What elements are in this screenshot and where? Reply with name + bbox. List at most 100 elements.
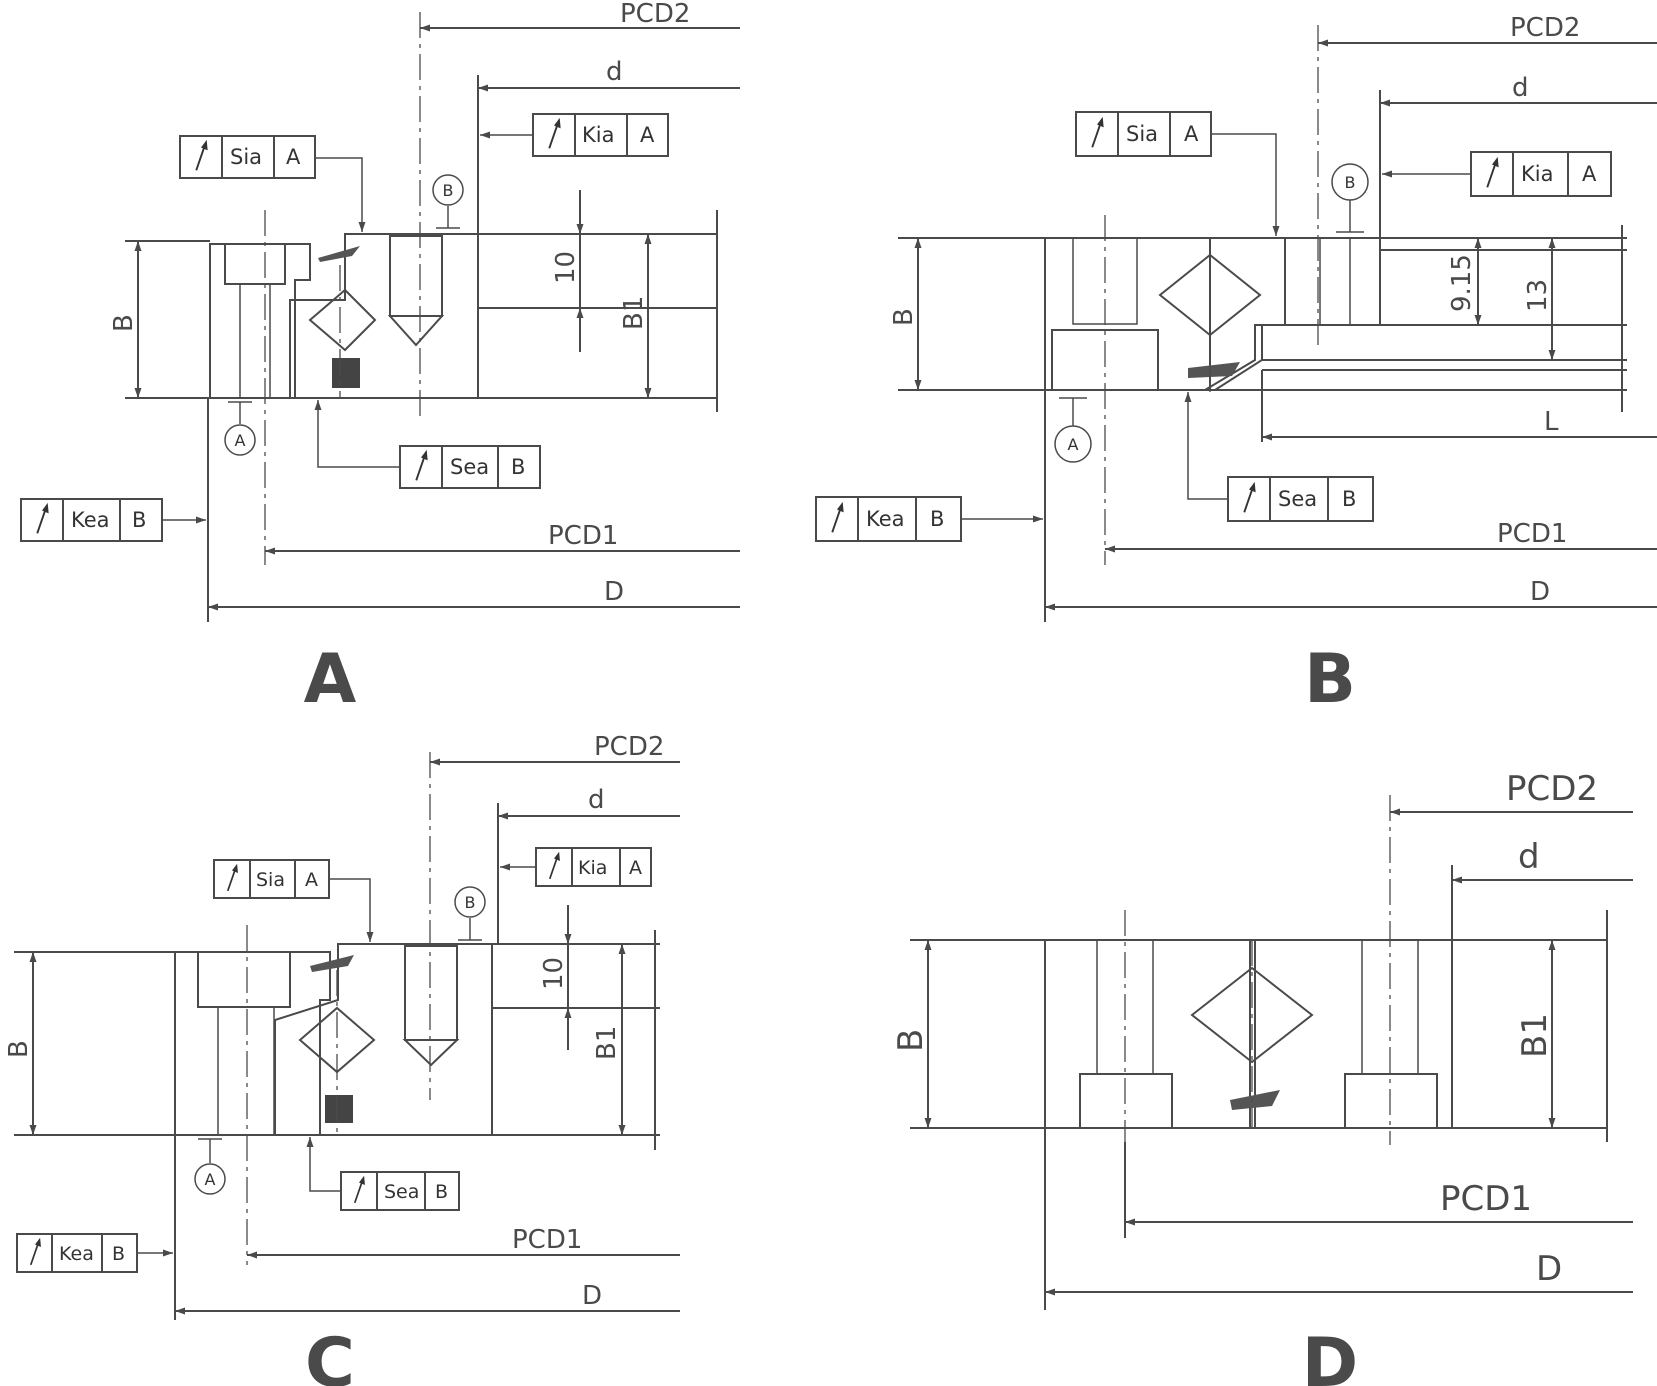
dim-height-2-label: 13	[1523, 279, 1553, 312]
runout-arrow-icon	[36, 501, 50, 535]
dim-outer-d-label: D	[604, 577, 624, 607]
dim-height-label: 10	[551, 251, 581, 284]
dim-pcd1-label: PCD1	[1440, 1179, 1532, 1219]
fcf-kea-tol: Kea	[59, 1243, 94, 1265]
datum-a-letter: A	[1068, 435, 1079, 454]
seal-icon	[310, 955, 354, 972]
panel-d: PCD2 d B B1 PCD1 D D	[891, 769, 1633, 1386]
fcf-kia: Kia A	[1382, 151, 1612, 197]
outer-ring-section	[1044, 939, 1256, 1129]
runout-arrow-icon	[353, 1174, 366, 1204]
fcf-sea: Sea B	[1184, 392, 1374, 522]
fcf-sia-datum: A	[286, 145, 301, 169]
runout-arrow-icon	[29, 1236, 42, 1266]
fcf-sia: Sia A	[1075, 111, 1280, 236]
dim-b-label: B	[4, 1040, 34, 1058]
dim-height-label: 10	[539, 957, 569, 990]
fcf-sia-datum: A	[1184, 122, 1199, 146]
fcf-kia-tol: Kia	[582, 123, 614, 147]
dim-pcd1-label: PCD1	[548, 521, 618, 551]
dim-b1-label: B1	[1515, 1013, 1555, 1058]
runout-arrow-icon	[1091, 115, 1105, 149]
fcf-sia-datum: A	[305, 869, 318, 891]
fcf-kia: Kia A	[500, 847, 652, 887]
dim-outer-d-label: D	[582, 1281, 602, 1311]
dim-b1-label: B1	[619, 296, 649, 330]
datum-b-letter: B	[465, 893, 476, 912]
dim-pcd1-label: PCD1	[1497, 519, 1567, 549]
panel-b-label: B	[1304, 640, 1356, 719]
fcf-sia-tol: Sia	[256, 869, 285, 891]
fcf-kea: Kea B	[815, 496, 1043, 542]
runout-arrow-icon	[1486, 155, 1500, 189]
dim-d-label: d	[1518, 837, 1540, 877]
dim-b-label: B	[109, 314, 139, 332]
datum-a-marker: A	[224, 401, 256, 456]
panel-a-label: A	[304, 640, 357, 719]
fcf-kea: Kea B	[16, 1233, 173, 1273]
fcf-kea: Kea B	[20, 498, 206, 542]
outer-ring-section	[174, 951, 331, 1136]
fcf-sea-tol: Sea	[1278, 487, 1317, 511]
dim-pcd2-label: PCD2	[620, 0, 690, 29]
runout-arrow-icon	[226, 862, 239, 892]
fcf-kea-datum: B	[132, 508, 146, 532]
seal-icon	[1188, 362, 1240, 378]
dim-outer-d-label: D	[1536, 1249, 1562, 1289]
seal-icon	[1230, 1090, 1280, 1110]
panel-c: PCD2 d 10 B1 B PCD1 D B A	[4, 732, 680, 1386]
inner-ring-section	[274, 943, 493, 1136]
outer-ring-section	[209, 243, 311, 399]
fcf-sea: Sea B	[306, 1137, 460, 1211]
datum-b-marker: B	[432, 174, 464, 229]
fcf-sia: Sia A	[179, 135, 366, 232]
panel-d-label: D	[1302, 1324, 1358, 1386]
datum-b-letter: B	[1345, 173, 1356, 192]
panel-c-label: C	[305, 1324, 355, 1386]
runout-arrow-icon	[195, 138, 209, 172]
fcf-kia-tol: Kia	[578, 857, 607, 879]
runout-arrow-icon	[1243, 480, 1257, 514]
fcf-kia: Kia A	[480, 113, 669, 157]
datum-a-marker: A	[1054, 397, 1092, 463]
datum-b-marker: B	[454, 886, 486, 941]
runout-arrow-icon	[548, 116, 562, 150]
seal-icon	[318, 246, 360, 262]
dim-outer-d-label: D	[1530, 577, 1550, 607]
dim-l-label: L	[1544, 407, 1559, 437]
fcf-kia-datum: A	[629, 857, 642, 879]
dim-pcd2-label: PCD2	[1506, 769, 1598, 809]
fcf-kea-datum: B	[112, 1243, 125, 1265]
dim-d-label: d	[1512, 73, 1529, 103]
fcf-kia-datum: A	[1582, 162, 1597, 186]
inner-ring-section	[289, 233, 479, 399]
fcf-sea-datum: B	[435, 1181, 448, 1203]
dim-b-label: B	[889, 308, 919, 326]
fcf-kia-tol: Kia	[1521, 162, 1553, 186]
dim-d-label: d	[588, 785, 605, 815]
runout-arrow-icon	[831, 500, 845, 534]
dim-height-1-label: 9.15	[1447, 254, 1477, 312]
fcf-sea-tol: Sea	[450, 455, 489, 479]
datum-a-marker: A	[194, 1138, 226, 1195]
datum-a-letter: A	[205, 1170, 216, 1189]
fcf-sea: Sea B	[314, 400, 541, 489]
runout-arrow-icon	[548, 850, 561, 880]
fcf-kea-tol: Kea	[71, 508, 110, 532]
runout-arrow-icon	[415, 448, 429, 482]
datum-b-letter: B	[443, 181, 454, 200]
dim-pcd2-label: PCD2	[594, 732, 664, 762]
fcf-sea-datum: B	[511, 455, 525, 479]
panel-b: PCD2 d 9.15 13 B L PCD1 D B A	[815, 13, 1657, 719]
fcf-kea-tol: Kea	[866, 507, 905, 531]
fcf-kia-datum: A	[640, 123, 655, 147]
dim-d-label: d	[606, 57, 623, 87]
datum-a-letter: A	[235, 431, 246, 450]
panel-a: PCD2 d 10 B1 B PCD1 D B A	[20, 0, 740, 719]
dim-b-label: B	[891, 1029, 931, 1052]
fcf-sia: Sia A	[213, 859, 374, 942]
datum-b-marker: B	[1331, 163, 1369, 233]
fcf-sia-tol: Sia	[230, 145, 262, 169]
fcf-kea-datum: B	[930, 507, 944, 531]
